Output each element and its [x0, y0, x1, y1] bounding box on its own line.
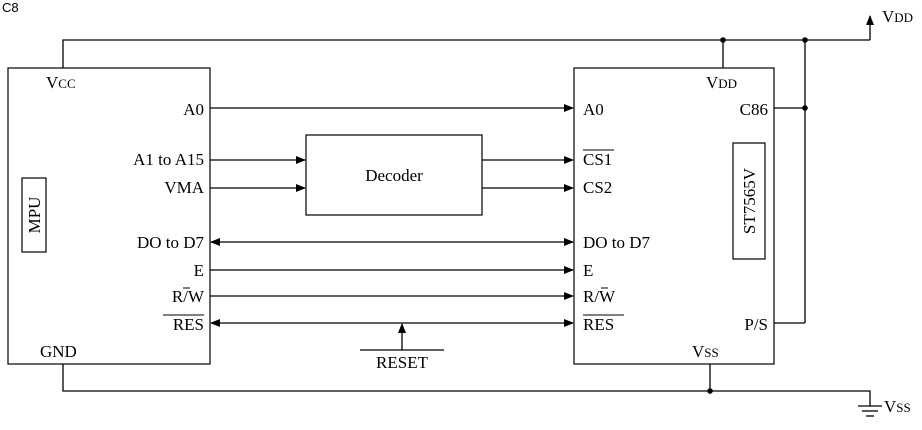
reset-label: RESET	[376, 353, 429, 372]
vdd-junction	[720, 37, 726, 43]
mpu-label-box	[21, 177, 47, 253]
lcd-pin-a0: A0	[583, 100, 604, 119]
lcd-controller-block	[573, 67, 775, 365]
mpu-pin-a1-a15: A1 to A15	[133, 150, 204, 169]
lcd-controller-label: ST7565V	[740, 167, 759, 234]
decoder-block	[305, 134, 483, 216]
lcd-pin-cs1: CS1	[583, 150, 612, 169]
lcd-pin-c86: C86	[740, 100, 768, 119]
lcd-vss-label: VSS	[692, 342, 719, 361]
c86-junction	[802, 105, 808, 111]
lcd-vdd-label: VDD	[706, 73, 737, 92]
vdd-supply-label: VDD	[882, 7, 913, 26]
decoder-label: Decoder	[365, 166, 423, 185]
lcd-pin-d0-d7: DO to D7	[583, 233, 651, 252]
mpu-vcc-label: VCC	[46, 73, 76, 92]
mpu-pin-vma: VMA	[164, 178, 204, 197]
lcd-label-box	[732, 142, 766, 260]
corner-label: C8	[2, 0, 19, 15]
lcd-pin-rw: R/W	[583, 287, 616, 306]
vss-rail	[62, 364, 871, 406]
mpu-gnd-label: GND	[40, 342, 77, 361]
lcd-pin-e: E	[583, 261, 593, 280]
mpu-pin-res: RES	[173, 315, 204, 334]
vss-supply-label: VSS	[884, 397, 911, 416]
vdd-drop-junction	[802, 37, 808, 43]
mpu-label: MPU	[25, 197, 44, 234]
lcd-pin-cs2: CS2	[583, 178, 612, 197]
mpu-pin-d0-d7: DO to D7	[137, 233, 205, 252]
vss-junction	[707, 388, 713, 394]
mpu-block	[7, 67, 211, 365]
ground-icon	[858, 405, 882, 417]
lcd-pin-ps: P/S	[744, 315, 768, 334]
mpu-pin-rw: R/W	[172, 287, 205, 306]
lcd-pin-res: RES	[583, 315, 614, 334]
vdd-rail	[62, 39, 870, 68]
mpu-pin-a0: A0	[183, 100, 204, 119]
mpu-pin-e: E	[194, 261, 204, 280]
